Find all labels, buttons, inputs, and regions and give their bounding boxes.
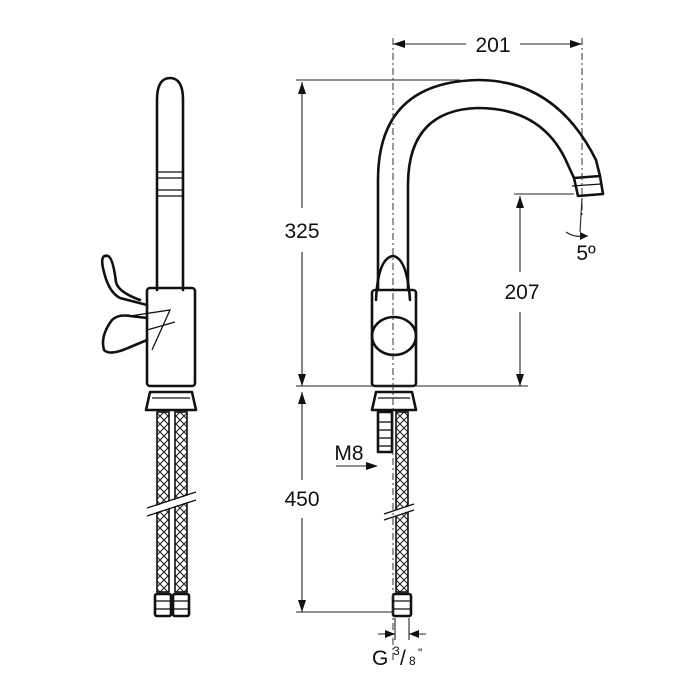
dimension-spout-height: 207 bbox=[504, 281, 539, 304]
dimension-total-height: 325 bbox=[284, 220, 319, 243]
connection-slash: / bbox=[400, 647, 406, 670]
connection-numerator: 3 bbox=[393, 644, 400, 658]
faucet-side-view bbox=[100, 76, 198, 618]
faucet-front-view bbox=[370, 78, 605, 618]
connection-suffix: " bbox=[418, 646, 422, 660]
connection-denominator: 8 bbox=[409, 654, 416, 668]
dimension-connection: G 3 / 8 " bbox=[372, 644, 422, 670]
connection-prefix: G bbox=[372, 647, 388, 670]
dimension-lines bbox=[296, 38, 589, 660]
dimension-spout-reach: 201 bbox=[475, 34, 510, 57]
dimension-thread: M8 bbox=[334, 442, 363, 465]
dimension-spout-angle: 5º bbox=[576, 242, 596, 265]
dimension-hose-length: 450 bbox=[284, 488, 319, 511]
